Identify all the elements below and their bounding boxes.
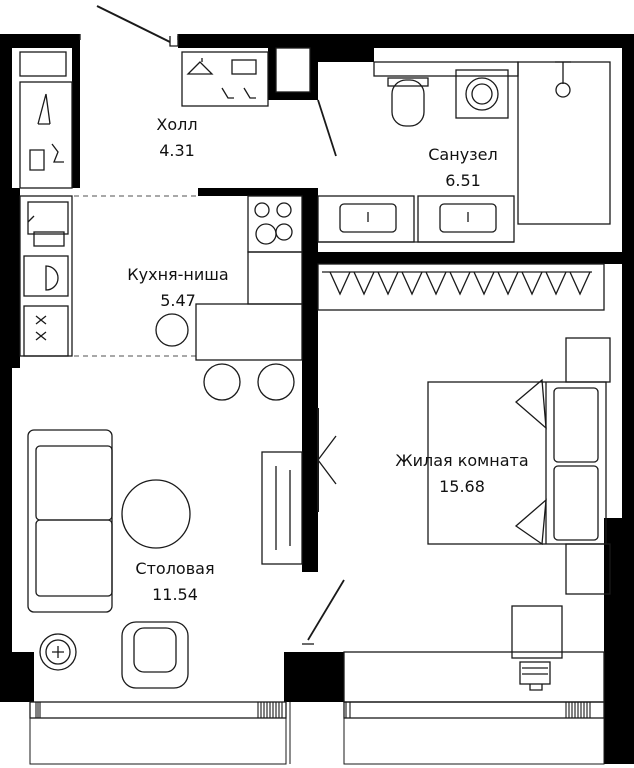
room-name: Кухня-ниша (127, 265, 229, 284)
room-label-hall: Холл 4.31 (147, 114, 207, 162)
entrance-door (79, 5, 179, 47)
room-label-dining: Столовая 11.54 (130, 558, 220, 606)
sliding-door-living (317, 408, 337, 512)
hall-storage (275, 47, 311, 93)
room-label-bathroom: Санузел 6.51 (418, 144, 508, 192)
room-name: Столовая (135, 559, 215, 578)
room-area: 15.68 (439, 477, 485, 496)
room-label-living: Жилая комната 15.68 (392, 450, 532, 498)
window-left (29, 701, 287, 719)
floor-drain (39, 633, 77, 671)
bed (427, 337, 611, 595)
hall-shelf (181, 51, 269, 107)
room-area: 11.54 (152, 585, 198, 604)
shower (517, 61, 611, 225)
room-name: Холл (156, 115, 198, 134)
room-area: 5.47 (160, 291, 196, 310)
wardrobe-living (317, 263, 605, 311)
room-area: 6.51 (445, 171, 481, 190)
balcony-door (302, 579, 345, 645)
room-name: Санузел (428, 145, 498, 164)
kitchen-sink-round (155, 313, 189, 347)
kitchen-divider (20, 195, 196, 357)
window-hatching (35, 702, 591, 718)
walls (0, 34, 634, 764)
sofa (27, 429, 113, 613)
kitchen-counter (19, 195, 73, 357)
bar-stool (257, 363, 295, 401)
room-label-kitchen: Кухня-ниша 5.47 (118, 264, 238, 312)
tv-cabinet (261, 451, 303, 565)
kitchen-stove (247, 195, 303, 253)
desk (343, 605, 605, 703)
kitchen-cabinet (247, 251, 303, 305)
kitchen-island (195, 303, 303, 361)
washing-machine (455, 69, 509, 119)
room-name: Жилая комната (395, 451, 529, 470)
dining-table (121, 479, 191, 549)
toilet (391, 79, 425, 127)
hall-wardrobe (19, 51, 73, 189)
window-right (343, 701, 605, 719)
armchair (121, 621, 189, 689)
bar-stool (203, 363, 241, 401)
bathroom-fixtures (317, 61, 611, 243)
room-area: 4.31 (159, 141, 195, 160)
